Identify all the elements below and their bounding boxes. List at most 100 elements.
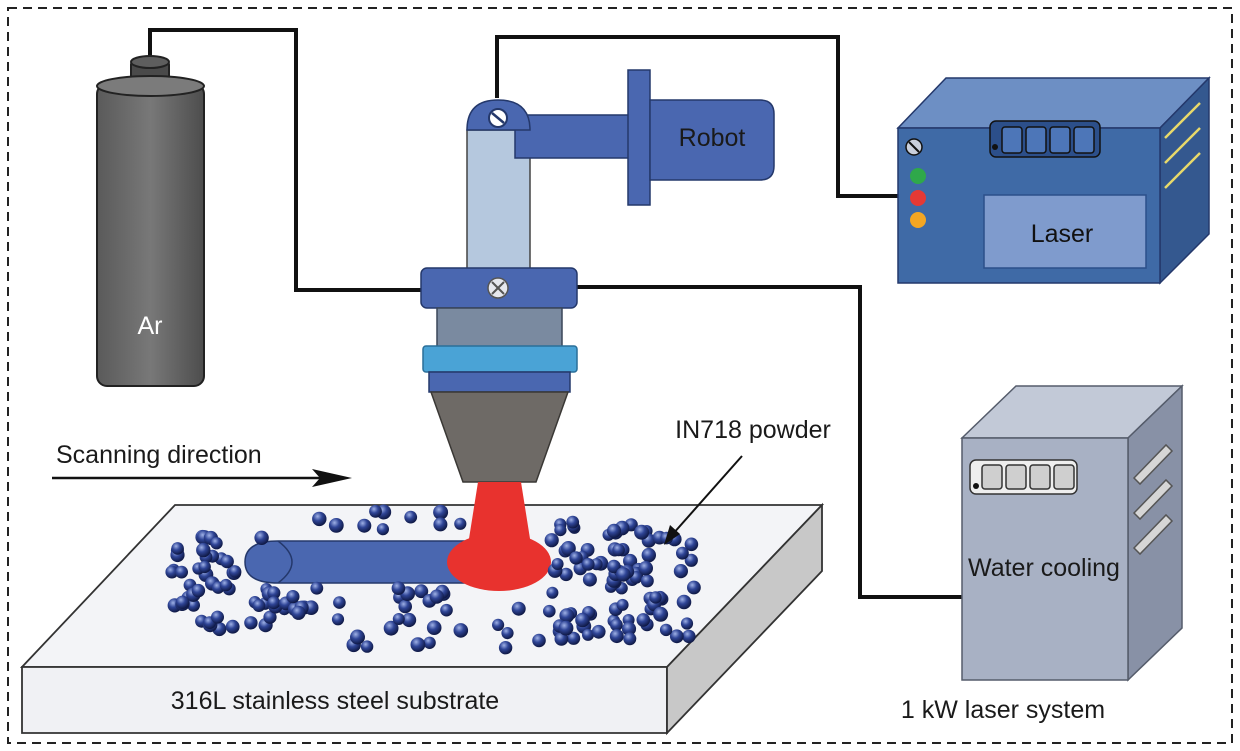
clad-track-front (277, 540, 293, 584)
powder-particle-icon (684, 537, 699, 552)
robot-flange (627, 69, 651, 206)
powder-callout: IN718 powder (664, 416, 831, 545)
powder-particles (165, 504, 701, 655)
water-cooling-unit: Water cooling (960, 384, 1184, 682)
powder-particle-icon (687, 580, 701, 595)
powder-particle-icon (210, 537, 223, 550)
powder-particle-icon (410, 637, 426, 652)
powder-particle-icon (680, 617, 694, 630)
led-amber-icon (910, 212, 926, 228)
powder-particle-icon (532, 633, 546, 648)
powder-particle-icon (331, 613, 345, 626)
powder-particle-icon (433, 504, 449, 520)
powder-particle-icon (433, 517, 448, 532)
powder-particle-icon (636, 613, 651, 627)
powder-particle-icon (569, 551, 583, 565)
powder-particle-icon (187, 598, 201, 612)
cable-nozzle-to-water (576, 285, 962, 599)
powder-particle-icon (392, 613, 405, 625)
powder-particle-icon (404, 510, 418, 524)
cylinder-valve-top (130, 55, 170, 69)
powder-particle-icon (558, 620, 574, 636)
powder-particle-icon (616, 567, 631, 582)
powder-particle-icon (360, 640, 374, 653)
powder-particle-icon (544, 533, 559, 548)
powder-particle-icon (267, 596, 281, 610)
powder-particle-icon (616, 598, 629, 611)
powder-particle-icon (219, 578, 233, 592)
powder-particle-icon (310, 581, 324, 595)
powder-particle-icon (498, 641, 513, 655)
powder-particle-icon (559, 608, 575, 623)
water-vents (1132, 443, 1174, 556)
cable-ar-to-nozzle (148, 28, 424, 292)
scanning-arrow-head-icon (312, 469, 352, 487)
powder-particle-icon (653, 606, 669, 622)
scanning-direction-label: Scanning direction (56, 441, 262, 469)
powder-particle-icon (554, 524, 567, 537)
nozzle-lower-band (428, 371, 571, 393)
powder-particle-icon (350, 629, 365, 645)
powder-particle-icon (543, 604, 556, 618)
nozzle-body (436, 307, 563, 349)
beam-column (468, 482, 531, 545)
cylinder-shoulder (96, 75, 205, 97)
powder-particle-icon (426, 620, 442, 635)
powder-particle-icon (609, 629, 624, 644)
laser-vents (1164, 102, 1201, 189)
laser-label: Laser (1031, 220, 1094, 248)
powder-particle-icon (391, 581, 406, 595)
powder-particle-icon (546, 586, 559, 599)
powder-particle-icon (566, 515, 580, 529)
powder-particle-icon (252, 599, 266, 612)
water-cooling-label: Water cooling (968, 554, 1120, 582)
powder-particle-icon (267, 586, 281, 600)
powder-particle-icon (682, 629, 696, 644)
powder-arrow-shaft (671, 455, 743, 536)
clad-track-body (244, 540, 471, 584)
cables (148, 28, 962, 599)
powder-particle-icon (649, 591, 662, 604)
powder-particle-icon (198, 560, 211, 574)
laser-unit: Laser (896, 76, 1211, 285)
powder-particle-icon (211, 610, 224, 624)
cable-robot-to-laser (495, 35, 898, 198)
powder-particle-icon (191, 583, 206, 598)
powder-particle-icon (559, 567, 573, 582)
powder-particle-icon (634, 524, 650, 540)
robot-body (649, 99, 775, 181)
powder-particle-icon (165, 565, 179, 579)
powder-particle-icon (376, 523, 389, 536)
powder-particle-icon (357, 518, 372, 533)
powder-particle-icon (612, 543, 625, 557)
clad-track (244, 540, 471, 584)
powder-particle-icon (511, 601, 526, 616)
powder-particle-icon (567, 631, 581, 645)
powder-particle-icon (582, 628, 594, 641)
powder-particle-icon (220, 554, 234, 569)
powder-particle-icon (244, 616, 258, 630)
robot-label: Robot (679, 124, 746, 152)
powder-particle-icon (429, 589, 444, 604)
ar-label: Ar (138, 312, 163, 340)
melt-pool (447, 533, 551, 591)
robot-arm: Robot (466, 69, 775, 271)
powder-particle-icon (554, 632, 569, 646)
powder-particle-icon (398, 599, 413, 614)
powder-particle-icon (414, 584, 429, 599)
powder-particle-icon (254, 530, 269, 545)
powder-particle-icon (454, 517, 467, 530)
scanning-direction: Scanning direction (52, 441, 352, 487)
powder-particle-icon (621, 621, 637, 637)
powder-particle-icon (175, 595, 190, 609)
cladding-nozzle (420, 267, 578, 483)
led-green-icon (910, 168, 926, 184)
powder-particle-icon (575, 612, 590, 628)
powder-particle-icon (492, 618, 505, 632)
powder-arrow-head-icon (664, 525, 680, 545)
powder-particle-icon (286, 590, 300, 604)
powder-particle-icon (225, 619, 240, 634)
powder-particle-icon (171, 542, 184, 555)
laser-system-caption: 1 kW laser system (901, 696, 1105, 724)
